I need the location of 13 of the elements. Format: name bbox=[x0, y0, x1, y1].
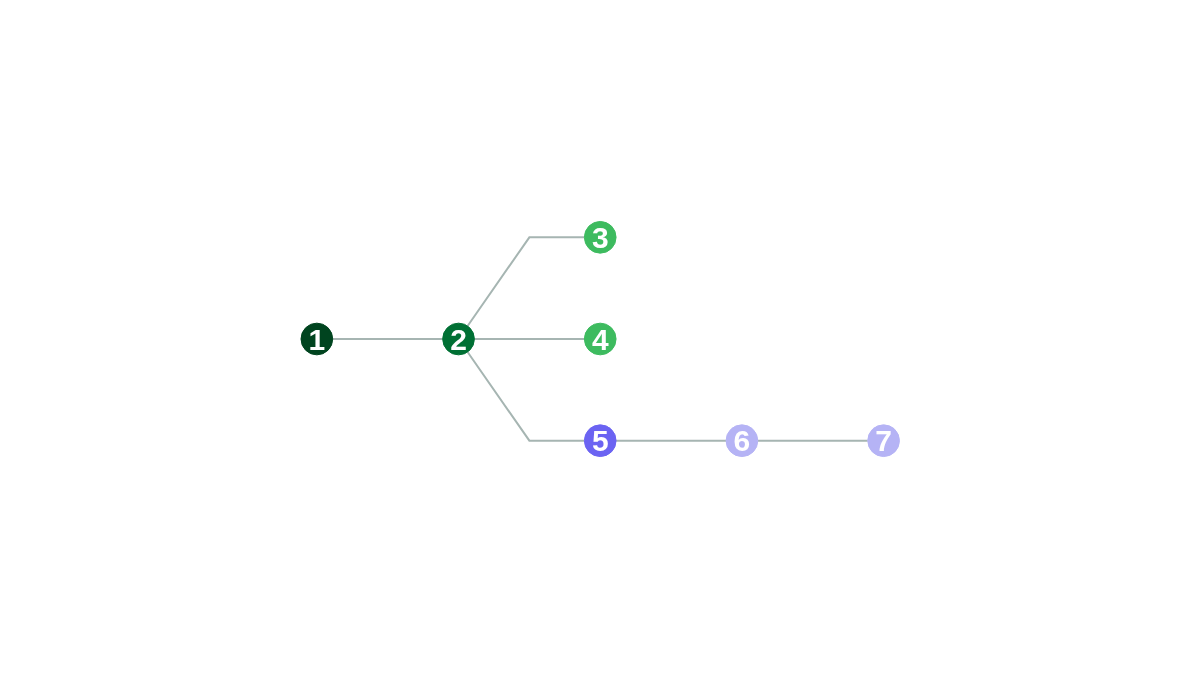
node-circle: 4 bbox=[583, 322, 617, 356]
connector bbox=[466, 351, 586, 442]
connector bbox=[614, 439, 727, 442]
node-circle: 3 bbox=[583, 220, 617, 254]
node-circle: 5 bbox=[583, 424, 617, 458]
connector bbox=[473, 338, 586, 340]
node-circle: 6 bbox=[725, 424, 759, 458]
connector bbox=[466, 236, 586, 327]
node-circle: 1 bbox=[300, 322, 333, 356]
connector bbox=[331, 338, 444, 340]
node-circle: 7 bbox=[867, 424, 900, 458]
connector bbox=[756, 439, 869, 442]
node-circle: 2 bbox=[441, 322, 475, 356]
